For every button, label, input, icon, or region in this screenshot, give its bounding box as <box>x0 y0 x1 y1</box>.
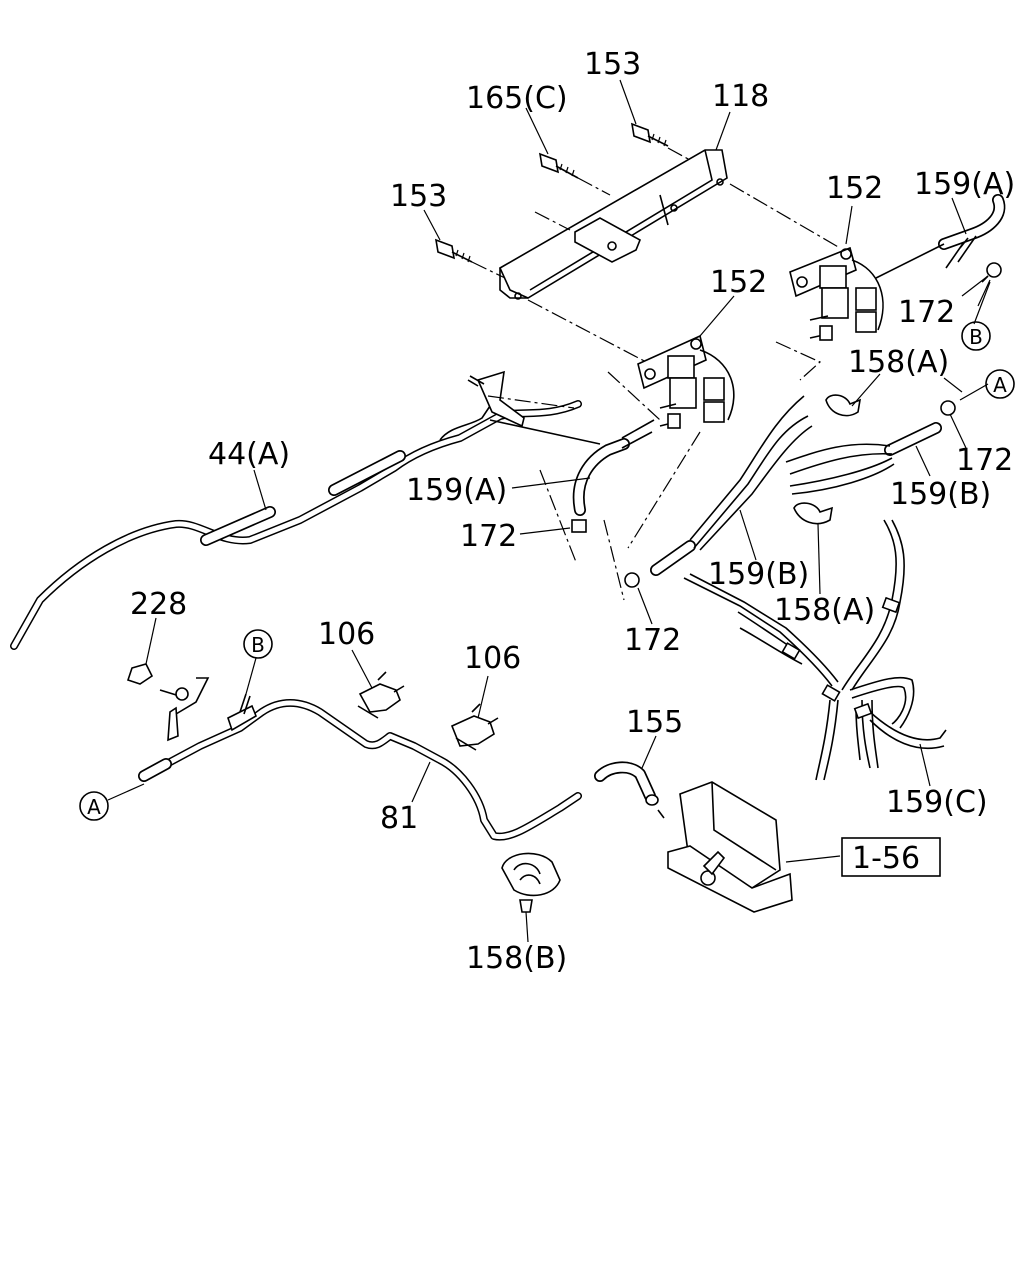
reference-box: 1-56 <box>841 837 941 877</box>
hose-44a <box>10 370 582 650</box>
bolt-153-left <box>434 238 473 263</box>
clip-172-right <box>940 400 956 416</box>
callout-158a-top: 158(A) <box>848 345 949 380</box>
bracket-118 <box>498 149 728 300</box>
callout-159a-mid: 159(A) <box>406 473 507 508</box>
bolt-165c <box>538 152 579 179</box>
valve-152-mid <box>637 334 735 429</box>
connector-b-top: B <box>961 321 991 351</box>
callout-152-mid: 152 <box>710 265 767 300</box>
bolt-153-top <box>630 122 669 147</box>
nut-228 <box>126 663 189 701</box>
callout-44a: 44(A) <box>208 437 290 472</box>
hose-159a-mid <box>572 419 655 516</box>
svg-text:B: B <box>251 633 265 657</box>
valve-152-right <box>789 246 884 341</box>
connector-markers: B A B A <box>79 321 1015 821</box>
callout-159b-right: 159(B) <box>890 477 991 512</box>
reference-label: 1-56 <box>852 841 920 876</box>
svg-text:A: A <box>993 373 1007 397</box>
canister <box>657 781 793 913</box>
svg-text:B: B <box>969 325 983 349</box>
clamp-158b <box>501 852 561 913</box>
hose-159b-right <box>785 422 942 495</box>
callout-106-b: 106 <box>464 641 521 676</box>
callout-159c: 159(C) <box>886 785 988 820</box>
callout-172-top: 172 <box>898 295 955 330</box>
callout-172-right: 172 <box>956 443 1013 478</box>
clip-172-low <box>624 572 640 588</box>
hose-155 <box>594 761 659 806</box>
callout-labels: 153 165(C) 118 153 152 159(A) 172 152 15… <box>130 47 1015 976</box>
hose-159b-mid <box>650 395 813 576</box>
hose-159a-top <box>875 194 1006 279</box>
hose-159c-bundle <box>683 519 947 781</box>
callout-165c: 165(C) <box>466 81 568 116</box>
tube-81 <box>138 677 582 841</box>
clip-106-a <box>357 671 405 719</box>
callout-81: 81 <box>380 801 418 836</box>
connector-a-top: A <box>985 369 1015 399</box>
callout-153-top: 153 <box>584 47 641 82</box>
callout-118: 118 <box>712 79 769 114</box>
svg-text:A: A <box>87 795 101 819</box>
callout-158a-mid: 158(A) <box>774 593 875 628</box>
callout-159b-mid: 159(B) <box>708 557 809 592</box>
connector-b-low: B <box>243 629 273 659</box>
callout-172-low: 172 <box>624 623 681 658</box>
callout-106-a: 106 <box>318 617 375 652</box>
connector-a-low: A <box>79 791 109 821</box>
callout-152-right: 152 <box>826 171 883 206</box>
clip-172-mid <box>571 519 587 533</box>
callout-155: 155 <box>626 705 683 740</box>
clamp-158a-top <box>825 394 862 417</box>
leader-lines <box>107 79 991 943</box>
clip-106-b <box>450 703 499 751</box>
callout-158b: 158(B) <box>466 941 567 976</box>
callout-172-mid: 172 <box>460 519 517 554</box>
callout-228: 228 <box>130 587 187 622</box>
callout-153-left: 153 <box>390 179 447 214</box>
callout-159a-top: 159(A) <box>914 167 1015 202</box>
clamp-158a-mid <box>793 502 834 525</box>
